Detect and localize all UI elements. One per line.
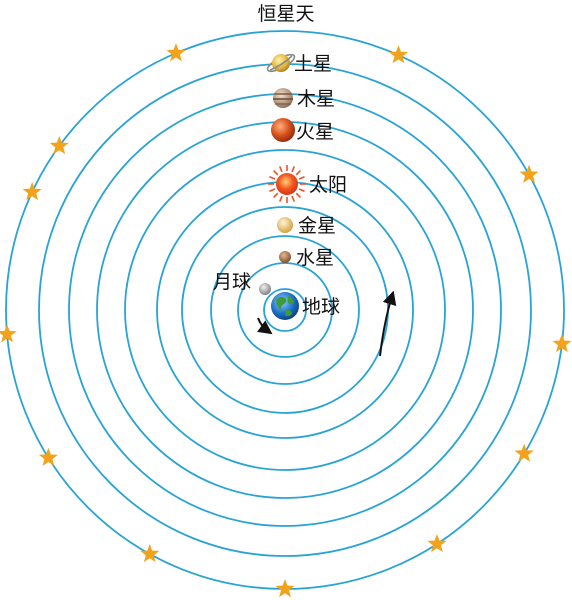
fixed-star-icon (519, 164, 539, 183)
mercury-label: 水星 (296, 247, 334, 269)
fixed-star-icon (166, 43, 186, 62)
sun-ray (278, 195, 283, 202)
orbit-jupiter (124, 149, 446, 471)
mercury-icon (279, 251, 291, 263)
jupiter-icon (273, 88, 293, 108)
sun-ray (291, 166, 296, 173)
sun-label: 太阳 (309, 174, 347, 196)
fixed-star-icon (427, 533, 447, 553)
fixed-star-group (0, 43, 572, 598)
jupiter-label: 木星 (297, 88, 335, 110)
sun-ray (272, 169, 279, 176)
orbit-moon (263, 288, 307, 332)
sun-ray (272, 192, 279, 199)
moon-label: 月球 (213, 271, 251, 293)
fixed-star-icon (0, 324, 17, 343)
sun-icon (268, 165, 306, 203)
celestial-sphere-title: 恒星天 (257, 3, 314, 25)
venus-icon (277, 217, 293, 233)
moon-icon (259, 283, 271, 295)
earth-label: 地球 (302, 296, 340, 318)
saturn-icon (266, 53, 296, 73)
sun-ray (269, 188, 276, 193)
sun-ray (295, 192, 302, 199)
venus-label: 金星 (298, 215, 336, 237)
mars-icon (271, 118, 295, 142)
sun-ray (278, 166, 283, 173)
fixed-star-icon (388, 45, 408, 64)
fixed-star-icon (38, 447, 58, 466)
rotation-direction-arrow (379, 290, 397, 357)
fixed-star-icon (49, 136, 69, 155)
sun-ray (298, 188, 305, 193)
orbit-venus (210, 235, 360, 385)
sun-ray (269, 175, 276, 180)
fixed-star-icon (140, 544, 160, 563)
sun-ray (291, 195, 296, 202)
sun-ray (298, 175, 305, 180)
sun-ray (295, 169, 302, 176)
mars-label: 火星 (296, 121, 334, 143)
fixed-star-icon (275, 579, 295, 598)
fixed-star-icon (552, 334, 572, 353)
moon-orbit-direction-arrow (257, 317, 273, 335)
fixed-star-icon (514, 443, 534, 462)
fixed-star-icon (22, 182, 42, 201)
earth-icon (271, 292, 299, 320)
saturn-label: 土星 (294, 53, 332, 75)
